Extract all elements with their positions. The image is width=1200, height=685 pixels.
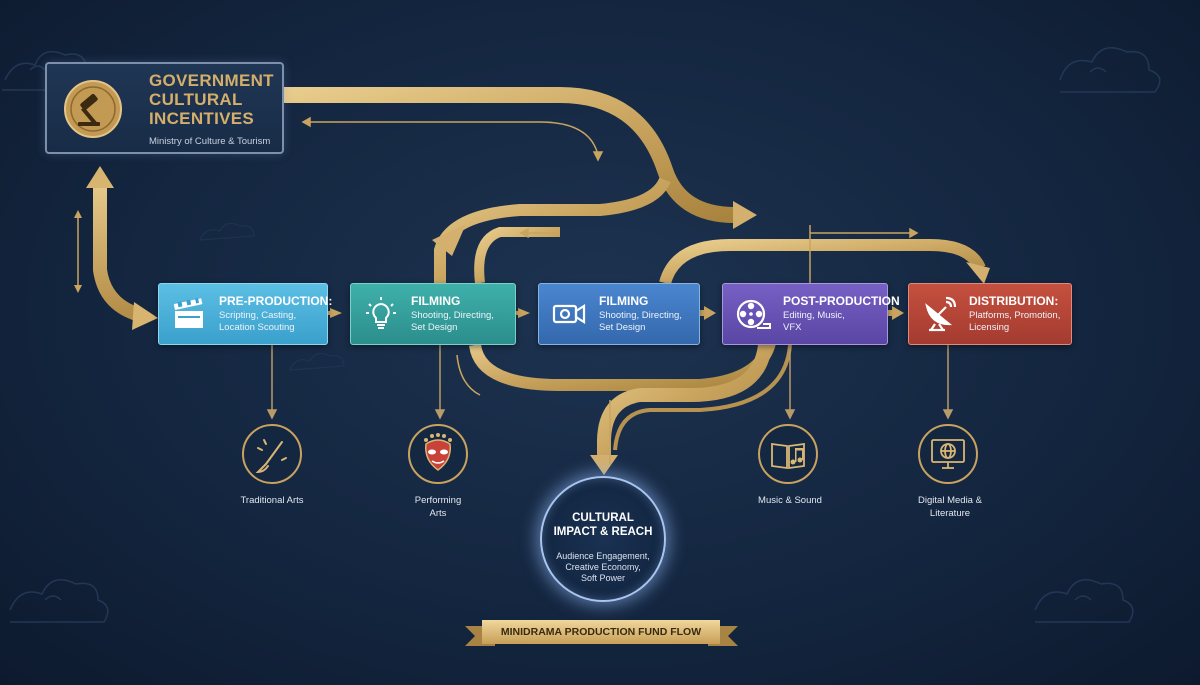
government-subtitle: Ministry of Culture & Tourism (149, 136, 271, 147)
stage-description-line: Shooting, Directing, (411, 310, 494, 321)
lightbulb-icon (366, 297, 396, 329)
category-label: Digital Media & Literature (898, 494, 1002, 520)
opera-mask-icon (424, 433, 452, 471)
arrow-gov-main (282, 87, 736, 223)
category-label-line: Digital Media & (918, 495, 982, 506)
decorative-cloud-top-right (1059, 47, 1161, 93)
decorative-cloud-bottom-right (1034, 579, 1134, 623)
stage-title: FILMING (411, 294, 461, 308)
stage-post-production[interactable]: POST-PRODUCTION Editing, Music, VFX (722, 283, 900, 345)
music-book-icon (771, 442, 805, 470)
category-drop-lines (266, 345, 954, 420)
stage-description: Scripting, Casting, Location Scouting (219, 310, 339, 334)
category-performing-arts[interactable] (408, 424, 468, 484)
stage-pre-production[interactable]: PRE-PRODUCTION: Scripting, Casting, Loca… (158, 283, 332, 345)
category-label-line: Arts (429, 508, 447, 519)
arrow-gov-up-head (86, 166, 114, 188)
government-title-line: CULTURAL (149, 90, 243, 109)
stage-description-line: VFX (783, 322, 802, 333)
stage-connectors (326, 306, 904, 320)
stage-filming-1[interactable]: FILMING Shooting, Directing, Set Design (350, 283, 516, 345)
stage-description: Editing, Music, VFX (783, 310, 903, 334)
impact-description-line: Creative Economy, (565, 562, 641, 572)
arrow-loop-upper-head (432, 224, 466, 256)
banner-title: MINIDRAMA PRODUCTION FUND FLOW (500, 626, 702, 638)
clapperboard-icon (173, 297, 203, 328)
stage-filming-2[interactable]: FILMING Shooting, Directing, Set Design (538, 283, 700, 345)
impact-description-line: Audience Engagement, (556, 551, 650, 561)
stage-distribution[interactable]: DISTRIBUTION: Platforms, Promotion, Lice… (908, 283, 1072, 345)
satellite-dish-icon (925, 296, 957, 332)
arrow-to-distribution (659, 239, 986, 285)
stage-title: PRE-PRODUCTION: (219, 294, 333, 308)
impact-description: Audience Engagement, Creative Economy, S… (542, 551, 664, 584)
category-traditional-arts[interactable] (242, 424, 302, 484)
arrow-loop-left (469, 341, 776, 391)
stage-description-line: Shooting, Directing, (599, 310, 682, 321)
stage-description-line: Location Scouting (219, 322, 295, 333)
category-digital-media[interactable] (918, 424, 978, 484)
gavel-icon (64, 80, 122, 138)
decorative-cloud-mid (199, 222, 345, 371)
category-label-line: Literature (929, 508, 971, 519)
stage-description-line: Licensing (969, 322, 1010, 333)
banner-ribbon (465, 620, 738, 646)
impact-description-line: Soft Power (580, 573, 626, 583)
thin-arrows (301, 116, 919, 465)
film-reel-icon (736, 299, 771, 329)
impact-title-line: CULTURAL (572, 512, 634, 524)
arrow-loop-back (474, 227, 560, 284)
camera-icon (552, 304, 586, 324)
stage-description: Shooting, Directing, Set Design (599, 310, 719, 334)
category-label: Performing Arts (388, 494, 488, 520)
decorative-cloud-bottom-left (9, 579, 109, 623)
arrow-gov-to-preproduction (93, 185, 143, 322)
category-music-sound[interactable] (758, 424, 818, 484)
government-incentives-box[interactable]: GOVERNMENT CULTURAL INCENTIVES Ministry … (45, 62, 284, 154)
category-label-line: Music & Sound (758, 495, 822, 506)
government-title-line: GOVERNMENT (149, 71, 274, 90)
category-label-line: Performing (414, 495, 462, 506)
category-label-line: Traditional Arts (240, 495, 304, 506)
stage-description: Shooting, Directing, Set Design (411, 310, 531, 334)
stage-title: DISTRIBUTION: (969, 294, 1059, 308)
arrow-to-preproduction-head (132, 302, 158, 330)
category-label: Music & Sound (738, 494, 842, 507)
impact-title-line: IMPACT & REACH (553, 526, 653, 538)
impact-title: CULTURAL IMPACT & REACH (542, 511, 664, 539)
arrow-to-impact-head (590, 455, 618, 475)
government-title: GOVERNMENT CULTURAL INCENTIVES (149, 71, 279, 128)
arrow-to-impact-thin (613, 344, 792, 451)
category-label: Traditional Arts (222, 494, 322, 507)
cultural-impact-circle[interactable]: CULTURAL IMPACT & REACH Audience Engagem… (540, 476, 666, 602)
arrow-to-impact (597, 343, 772, 458)
monitor-globe-icon (931, 439, 965, 469)
stage-description-line: Set Design (411, 322, 458, 333)
brush-icon (255, 439, 287, 474)
government-title-line: INCENTIVES (149, 109, 255, 128)
stage-description: Platforms, Promotion, Licensing (969, 310, 1089, 334)
arrow-gov-main-head (733, 201, 757, 229)
stage-title: POST-PRODUCTION (783, 294, 900, 308)
stage-description-line: Platforms, Promotion, (969, 310, 1061, 321)
stage-description-line: Set Design (599, 322, 646, 333)
stage-description-line: Scripting, Casting, (219, 310, 297, 321)
stage-title: FILMING (599, 294, 649, 308)
stage-description-line: Editing, Music, (783, 310, 845, 321)
arrow-to-distribution-head (966, 262, 990, 284)
